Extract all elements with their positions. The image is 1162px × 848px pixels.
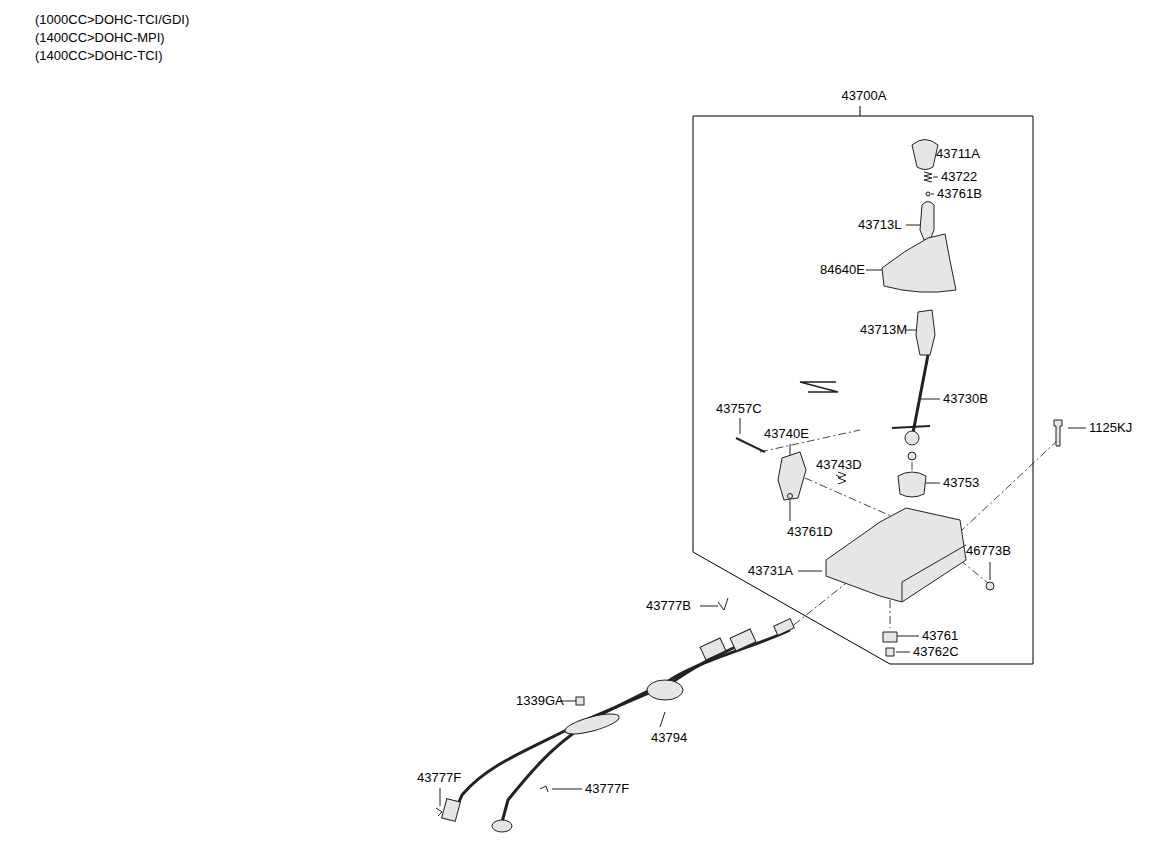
clip [576, 697, 584, 705]
grommet [647, 680, 683, 700]
lever-collar [916, 310, 935, 355]
leader-line [918, 399, 940, 400]
callout-number: 43753 [943, 475, 979, 491]
cable-end [442, 799, 461, 822]
assembly-number: 43700A [693, 84, 1035, 104]
shift-cables [436, 598, 794, 832]
leader-line [931, 194, 934, 195]
ball [926, 192, 930, 196]
leader-line [897, 636, 919, 637]
callout-number: 43757C [716, 401, 762, 417]
knob-collar [920, 202, 934, 241]
callout-number: 43711A [936, 146, 980, 162]
bushing [898, 472, 926, 497]
lever-base [826, 508, 966, 602]
leader-line [700, 606, 718, 607]
shift-knob [912, 140, 938, 170]
cable-end [774, 619, 795, 636]
leader-line [906, 225, 920, 226]
callout-number: 43722 [941, 169, 977, 185]
group-tick [860, 106, 861, 116]
callout-number: 43713M [860, 322, 907, 338]
axis-line [960, 560, 988, 583]
lever-pin [892, 426, 930, 428]
leader-line [925, 483, 940, 484]
callout-number: 1339GA [516, 693, 564, 709]
spring [838, 472, 846, 484]
leader-line [660, 712, 665, 727]
cable-end [492, 820, 512, 832]
callout-number: 43761B [937, 186, 982, 202]
cable-end [730, 629, 756, 651]
leader-line [440, 788, 441, 806]
group-outline [693, 84, 1035, 666]
leader-line [933, 177, 938, 178]
pin [736, 438, 765, 452]
cable-bracket [563, 710, 621, 738]
leader-lines [440, 154, 1086, 806]
cable [502, 630, 790, 822]
ball [788, 494, 793, 499]
leader-line [1068, 428, 1086, 429]
callout-number: 43777B [646, 598, 691, 614]
callout-number: 43740E [764, 426, 809, 442]
callout-number: 43777F [417, 770, 461, 786]
lever-end [908, 452, 916, 460]
callout-number: 43777F [585, 781, 629, 797]
leader-line [790, 500, 791, 521]
leader-line [866, 270, 882, 271]
select-bracket [778, 452, 806, 500]
callout-number: 1125KJ [1089, 420, 1132, 436]
axis-line [805, 478, 900, 520]
callout-number: 43713L [858, 217, 901, 233]
wire-clip [800, 382, 838, 392]
collar [886, 648, 894, 656]
leader-line [798, 571, 822, 572]
shift-boot [882, 234, 956, 292]
shift-parts [736, 140, 1062, 657]
callout-number: 43731A [748, 563, 793, 579]
cable-end [700, 638, 726, 660]
callout-number: 84640E [820, 262, 865, 278]
callout-number: 43743D [816, 457, 862, 473]
lever-ball [905, 431, 919, 445]
axis-line [790, 580, 850, 628]
assembly-group: 43700A [693, 84, 1035, 666]
callout-number: 43794 [651, 730, 687, 746]
leader-line [990, 562, 991, 580]
application-note: (1400CC>DOHC-MPI) [35, 30, 165, 46]
leader-line [790, 444, 791, 455]
callout-number: 43762C [913, 644, 959, 660]
ring [986, 582, 994, 590]
clip [718, 598, 728, 610]
bolt [1054, 420, 1062, 446]
leader-line [896, 652, 910, 653]
callout-number: 43761 [922, 628, 958, 644]
callout-number: 43761D [787, 524, 833, 540]
base-edge [902, 545, 966, 602]
axis-line [890, 600, 891, 628]
bushing [883, 632, 897, 642]
clip [540, 786, 548, 792]
application-note: (1000CC>DOHC-TCI/GDI) [35, 12, 189, 28]
spring [924, 172, 932, 182]
callout-number: 46773B [966, 543, 1011, 559]
axis-line [912, 462, 913, 472]
clip [436, 808, 442, 816]
group-border [693, 116, 1033, 664]
leader-line [740, 418, 741, 434]
callout-number: 43730B [943, 391, 988, 407]
application-note: (1400CC>DOHC-TCI) [35, 48, 163, 64]
assembly-axes [760, 430, 1058, 628]
cable [452, 640, 750, 818]
leader-line [552, 789, 582, 790]
